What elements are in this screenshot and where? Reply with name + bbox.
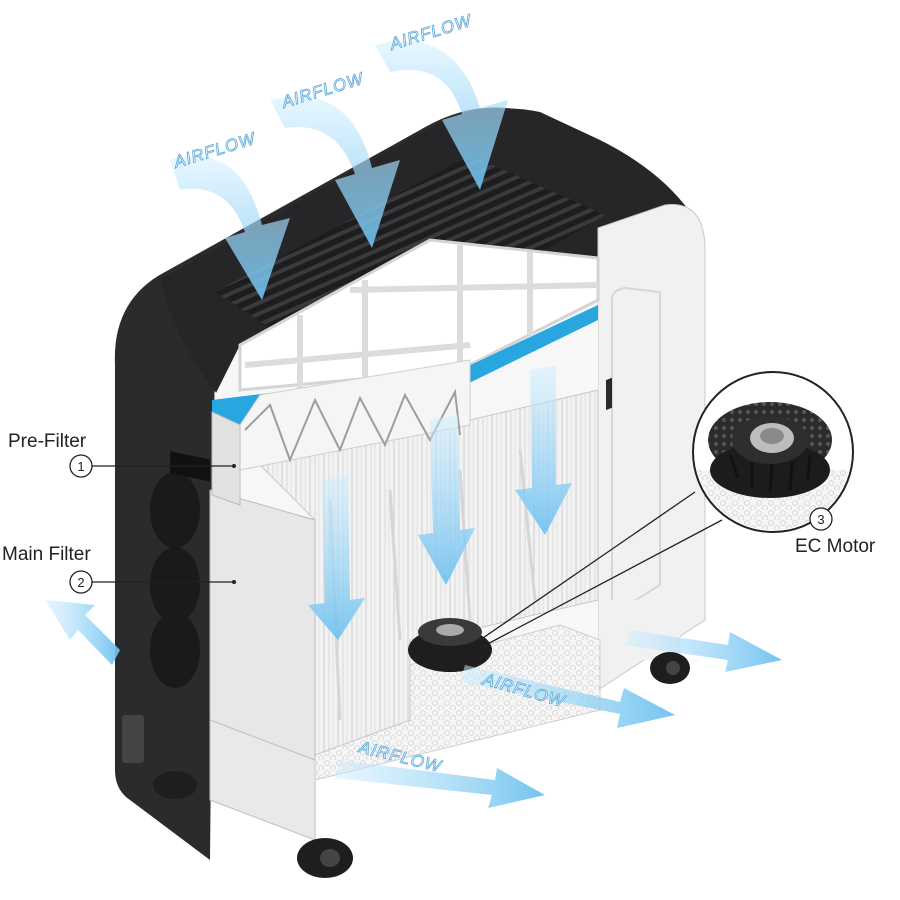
side-vent-holes bbox=[150, 451, 210, 688]
main-filter-number: 2 bbox=[77, 575, 84, 590]
airflow-arrow-intake-1 bbox=[170, 156, 290, 300]
pre-filter-label: Pre-Filter bbox=[8, 431, 87, 452]
airflow-arrow-out-front bbox=[335, 760, 545, 808]
airflow-arrow-intake-2 bbox=[270, 96, 400, 248]
airflow-arrow-intake-3 bbox=[375, 41, 508, 191]
airflow-arrow-down-2 bbox=[418, 415, 475, 585]
airflow-arrow-down-1 bbox=[308, 475, 365, 640]
ec-motor-number: 3 bbox=[817, 512, 824, 527]
airflow-arrow-out-mid bbox=[460, 665, 675, 728]
main-filter-label: Main Filter bbox=[2, 544, 91, 565]
callout-ec-motor: 3 EC Motor bbox=[795, 507, 876, 557]
main-filter-panel bbox=[209, 489, 316, 761]
pre-filter-number: 1 bbox=[77, 459, 84, 474]
pre-filter-panel bbox=[211, 411, 241, 506]
callout-pre-filter: Pre-Filter 1 bbox=[8, 431, 236, 478]
ec-motor-label: EC Motor bbox=[795, 536, 876, 557]
airflow-arrow-out-left bbox=[45, 600, 120, 665]
motor-fan-housing bbox=[408, 618, 492, 672]
wheels bbox=[122, 652, 690, 878]
upper-filter-grid bbox=[238, 238, 600, 392]
callout-main-filter: Main Filter 2 bbox=[2, 544, 236, 594]
airflow-arrow-down-3 bbox=[515, 366, 572, 535]
airflow-arrow-out-right bbox=[625, 630, 782, 672]
